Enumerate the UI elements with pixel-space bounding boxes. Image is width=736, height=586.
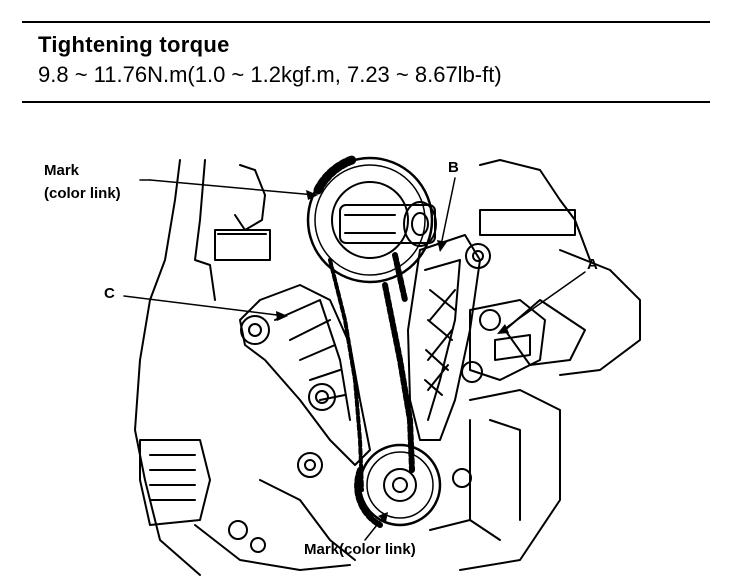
label-a: A	[587, 256, 598, 273]
bottom-rule	[22, 101, 710, 103]
spec-title: Tightening torque	[38, 32, 230, 57]
label-c: C	[104, 285, 115, 302]
top-rule	[22, 21, 710, 23]
timing-chain-illustration	[123, 155, 641, 576]
torque-value: 9.8 ~ 11.76N.m(1.0 ~ 1.2kgf.m, 7.23 ~ 8.…	[38, 62, 502, 87]
label-mark-top-line1: Mark	[44, 162, 80, 179]
label-mark-top-line2: (color link)	[44, 185, 121, 202]
label-b: B	[448, 159, 459, 176]
label-mark-bottom: Mark(color link)	[304, 541, 416, 558]
